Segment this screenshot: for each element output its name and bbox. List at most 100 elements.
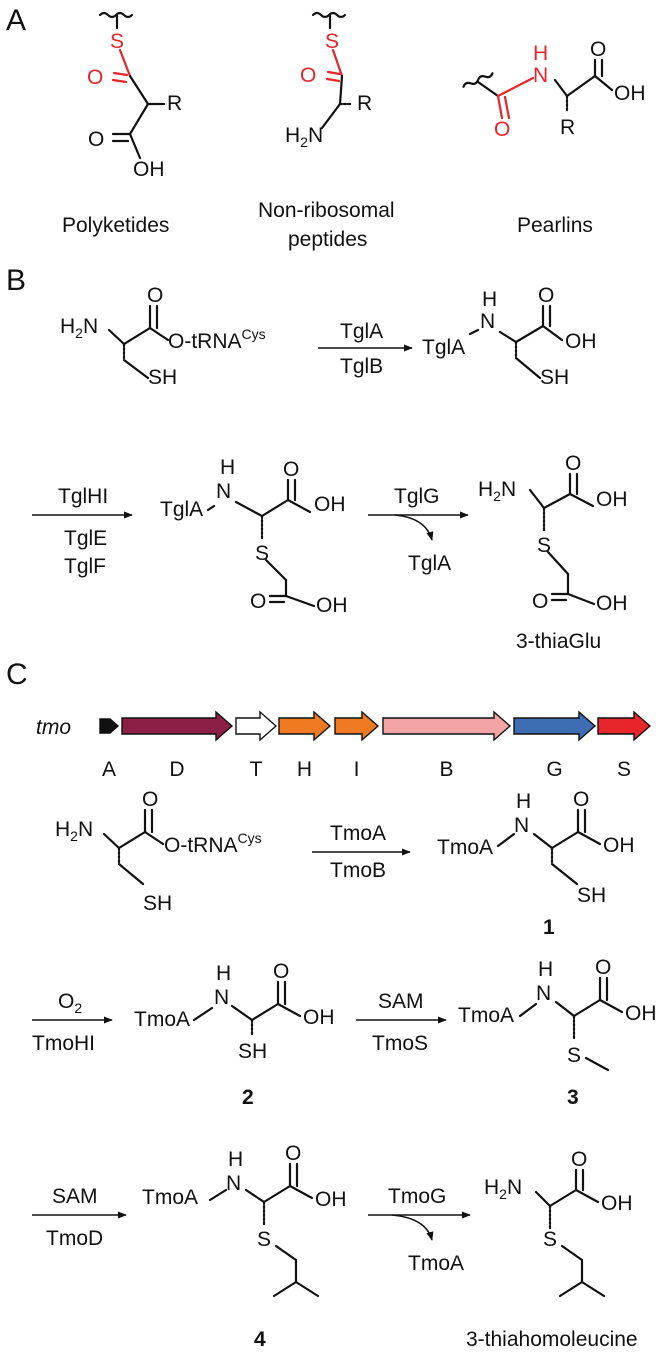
enzyme-tglb: TglB (340, 355, 383, 378)
atom-h: H (216, 962, 231, 985)
atom-o: O (300, 64, 316, 87)
atom-sh: SH (577, 884, 606, 907)
compound-number-1: 1 (543, 916, 555, 939)
atom-o: O (88, 128, 104, 151)
atom-s: S (537, 534, 551, 557)
atom-o: O (283, 458, 299, 481)
gene-arrow-d (121, 710, 234, 742)
enzyme-tmoa: TmoA (330, 822, 386, 845)
tmoa-label: TmoA (437, 836, 493, 859)
atom-sh: SH (148, 366, 177, 389)
gene-label-d: D (169, 758, 184, 781)
compound-1-structure (496, 808, 602, 886)
atom-oh: OH (625, 1002, 657, 1025)
enzyme-tmos: TmoS (372, 1032, 428, 1055)
atom-h: H (228, 1148, 243, 1171)
atom-oh: OH (314, 493, 346, 516)
atom-oh: OH (303, 1006, 335, 1029)
gene-arrow-h (278, 710, 332, 742)
thiaglu-structure (528, 472, 596, 606)
product-3-thiahomoleucine: 3-thiahomoleucine (466, 1328, 638, 1351)
atom-s: S (543, 1228, 557, 1251)
label-nrp-line2: peptides (288, 228, 367, 251)
atom-s: S (325, 30, 339, 53)
atom-h2n: H2N (484, 1176, 522, 1202)
compound-2-structure (192, 980, 302, 1038)
label-nrp-line1: Non-ribosomal (258, 199, 395, 222)
gene-arrow-b (382, 710, 512, 742)
atom-n: N (214, 986, 229, 1009)
tgla-thio-intermediate (206, 478, 316, 608)
trna-label: O-tRNACys (168, 326, 266, 353)
atom-h2n: H2N (55, 818, 93, 844)
atom-o: O (595, 956, 611, 979)
atom-o: O (87, 66, 103, 89)
atom-oh: OH (596, 488, 628, 511)
enzyme-tmod: TmoD (46, 1227, 103, 1250)
atom-o: O (250, 590, 266, 613)
reagent-o2: O2 (58, 990, 82, 1016)
compound-number-2: 2 (242, 1086, 254, 1109)
atom-n: N (514, 814, 529, 837)
atom-h: H (538, 958, 553, 981)
enzyme-tglg: TglG (394, 485, 440, 508)
gene-arrow-g (513, 710, 597, 742)
compound-3-structure (518, 976, 624, 1072)
atom-r: R (560, 116, 575, 139)
label-polyketides: Polyketides (62, 214, 169, 237)
reagent-sam: SAM (378, 990, 424, 1013)
gene-label-s: S (617, 758, 631, 781)
atom-sh: SH (238, 1040, 267, 1063)
gene-label-g: G (546, 758, 562, 781)
gene-label-a: A (102, 758, 116, 781)
cys-trna-structure-c (102, 808, 165, 886)
tmoa-label: TmoA (134, 1008, 190, 1031)
atom-o: O (494, 118, 510, 141)
enzyme-tmog: TmoG (388, 1185, 446, 1208)
atom-h: H (482, 288, 497, 311)
gene-cluster-label: tmo (36, 716, 71, 739)
atom-sh: SH (540, 366, 569, 389)
gene-label-b: B (439, 758, 453, 781)
atom-n: N (533, 64, 548, 87)
gene-arrow-t (235, 710, 278, 742)
polyketide-structure (98, 11, 166, 160)
atom-o: O (532, 590, 548, 613)
atom-n: N (216, 480, 231, 503)
atom-oh: OH (315, 1188, 347, 1211)
tgla-cys-structure (468, 304, 564, 380)
atom-n: N (536, 982, 551, 1005)
atom-o: O (590, 38, 606, 61)
atom-oh: OH (603, 834, 635, 857)
enzyme-tglf: TglF (64, 555, 106, 578)
atom-n: N (226, 1172, 241, 1195)
trna-label: O-tRNACys (164, 830, 262, 857)
atom-o: O (538, 284, 554, 307)
atom-o: O (147, 284, 163, 307)
atom-o: O (571, 1148, 587, 1171)
atom-o: O (142, 788, 158, 811)
gene-arrow-i (334, 710, 380, 742)
enzyme-tmohi: TmoHI (32, 1032, 95, 1055)
tmoa-label: TmoA (142, 1186, 198, 1209)
atom-h2n: H2N (478, 478, 516, 504)
atom-o: O (285, 1142, 301, 1165)
tmoa-label: TmoA (458, 1004, 514, 1027)
atom-oh: OH (316, 594, 348, 617)
compound-4-structure (208, 1162, 320, 1298)
panel-label-b: B (6, 264, 26, 297)
atom-h: H (516, 790, 531, 813)
atom-oh: OH (565, 330, 597, 353)
gene-label-t: T (250, 758, 263, 781)
atom-oh: OH (601, 1192, 633, 1215)
atom-n: N (480, 310, 495, 333)
atom-oh: OH (133, 158, 165, 181)
release-arrow (391, 1214, 434, 1241)
atom-o: O (565, 452, 581, 475)
reagent-sam: SAM (52, 1185, 98, 1208)
atom-s: S (257, 1228, 271, 1251)
enzyme-tgle: TglE (64, 527, 107, 550)
atom-r: R (357, 92, 372, 115)
